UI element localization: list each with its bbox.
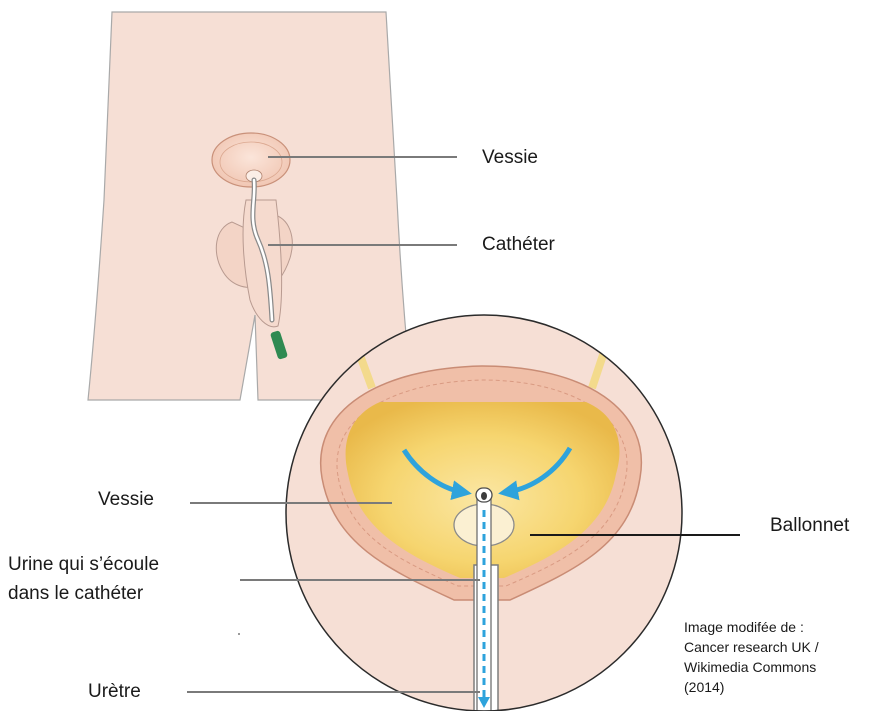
label-balloon: Ballonnet [770,514,849,538]
label-top-bladder: Vessie [482,146,538,170]
credit-line-2: Cancer research UK / [684,637,872,657]
bladder-top [212,133,290,187]
inset-magnification [286,315,682,711]
image-credit: Image modifée de : Cancer research UK / … [684,617,872,697]
label-urine-line2: dans le cathéter [8,582,143,606]
label-urethra: Urètre [88,680,141,704]
label-catheter: Cathéter [482,233,555,257]
credit-line-4: (2014) [684,677,872,697]
label-urine-line1: Urine qui s’écoule [8,553,159,577]
credit-line-1: Image modifée de : [684,617,872,637]
credit-line-3: Wikimedia Commons [684,657,872,677]
label-inset-bladder: Vessie [98,488,154,512]
